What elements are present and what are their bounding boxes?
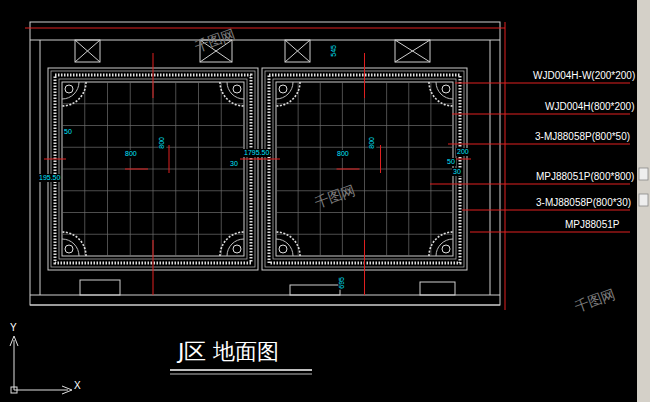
dimension-text: 545	[330, 44, 338, 58]
floor-tile-grid	[62, 82, 244, 256]
dimension-text: 800	[124, 150, 138, 158]
panel-inner-border	[276, 82, 453, 256]
corner-ornament	[65, 245, 73, 253]
corner-ornament	[233, 245, 241, 253]
watermark: 千图网	[573, 287, 618, 316]
title-underline	[170, 374, 312, 375]
corner-ornament	[276, 82, 293, 99]
panel-band	[51, 71, 255, 267]
dimension-text: 50	[63, 128, 73, 136]
axis-label: Y	[10, 322, 17, 333]
corner-ornament	[276, 239, 293, 256]
panel-border	[262, 68, 467, 270]
corner-ornament	[220, 232, 244, 256]
dimension-text: 30	[229, 160, 239, 168]
corner-ornament	[429, 232, 453, 256]
corner-ornament	[442, 85, 450, 93]
panel-band	[273, 79, 456, 259]
leader-line	[452, 114, 630, 115]
material-callout: 3-MJ88058P(800*50)	[535, 131, 630, 142]
drawing-title: J区 地面图	[178, 340, 279, 364]
corner-ornament	[62, 82, 86, 106]
panel-band	[59, 79, 247, 259]
corner-ornament	[279, 245, 287, 253]
dimension-text: 195.50	[38, 174, 61, 182]
dimension-line	[44, 53, 262, 295]
watermark: 千图网	[313, 183, 358, 212]
leader-line	[455, 83, 630, 84]
leader-line	[470, 232, 630, 233]
dimension-text: 800	[336, 150, 350, 158]
dimension-text: 50	[446, 158, 456, 166]
panel-band	[265, 71, 464, 267]
scroll-arrow	[639, 194, 648, 206]
corner-ornament	[436, 82, 453, 99]
material-callout: MPJ88051P	[565, 219, 619, 230]
corner-ornament	[62, 239, 79, 256]
dimension-text: 800	[158, 136, 166, 150]
dimension-text: 30	[452, 168, 462, 176]
corner-ornament	[442, 245, 450, 253]
walls	[30, 22, 500, 305]
corner-ornament	[227, 239, 244, 256]
leader-line	[448, 144, 630, 145]
ucs-icon	[10, 336, 72, 394]
red-reference-lines	[25, 22, 505, 310]
corner-ornament	[279, 85, 287, 93]
leader-line	[462, 210, 630, 211]
leader-line	[430, 184, 630, 185]
window-scrollbar	[637, 0, 650, 402]
material-callout: MPJ88051P(800*800)	[536, 171, 634, 182]
axis-label: X	[74, 380, 81, 391]
corner-ornament	[436, 239, 453, 256]
panel-border	[48, 68, 258, 270]
title-underline	[170, 369, 312, 371]
corner-ornament	[220, 82, 244, 106]
panel-inner-border	[62, 82, 244, 256]
material-callout: WJD004H(800*200)	[545, 101, 635, 112]
dimension-text: 695	[338, 276, 346, 290]
dimension-text: 1795.50	[243, 149, 270, 157]
corner-ornament	[276, 232, 300, 256]
dimension-text: 200	[456, 148, 470, 156]
panel-ornament-band	[55, 75, 251, 263]
corner-ornament	[227, 82, 244, 99]
material-callout: WJD004H-W(200*200)	[533, 70, 635, 81]
corner-ornament	[62, 82, 79, 99]
floor-tile-grid	[276, 82, 453, 256]
dimension-line	[258, 53, 471, 295]
watermark: 千图网	[193, 27, 238, 56]
dimension-text: 800	[368, 136, 376, 150]
corner-ornament	[276, 82, 300, 106]
panel-ornament-band	[269, 75, 460, 263]
corner-ornament	[429, 82, 453, 106]
scroll-arrow	[639, 168, 648, 180]
corner-ornament	[62, 232, 86, 256]
corner-ornament	[233, 85, 241, 93]
material-callout: 3-MJ88058P(800*30)	[536, 197, 631, 208]
corner-ornament	[65, 85, 73, 93]
